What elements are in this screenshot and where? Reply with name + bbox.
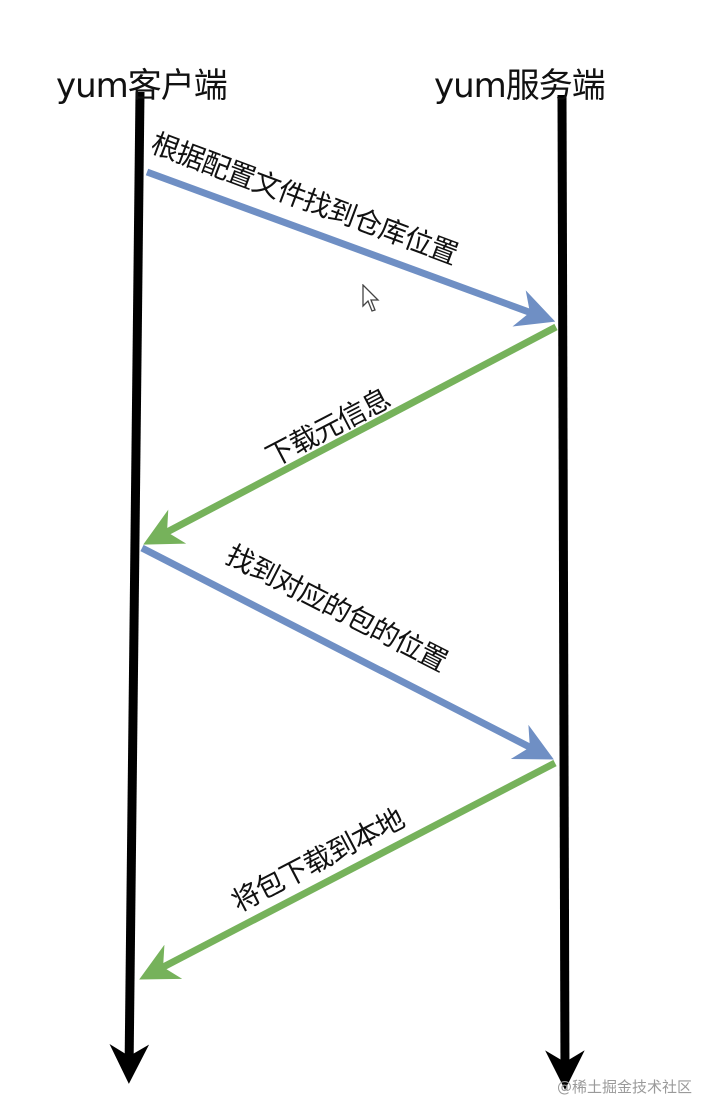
- watermark: @稀土掘金技术社区: [557, 1078, 693, 1096]
- client-lifeline: [109, 91, 150, 1084]
- message-arrow-4: [139, 759, 557, 980]
- mouse-cursor-icon: [362, 284, 380, 312]
- client-actor-label: yum客户端: [56, 66, 228, 106]
- message-arrow-3: [140, 544, 554, 760]
- message-arrow-2: [143, 323, 558, 545]
- server-lifeline: [545, 94, 585, 1090]
- message-arrow-1: [145, 168, 556, 327]
- server-actor-label: yum服务端: [434, 66, 606, 106]
